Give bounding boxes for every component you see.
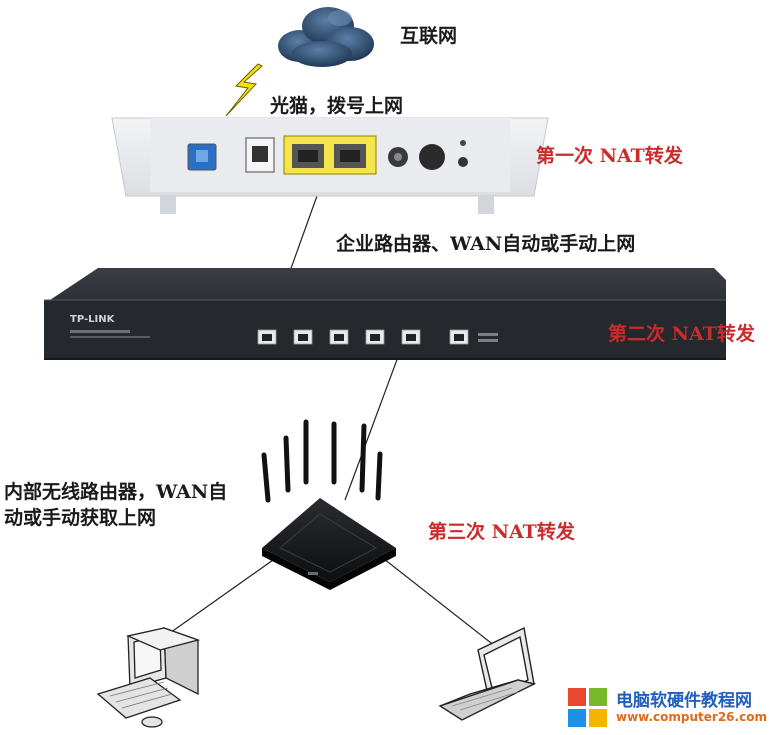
nat-first-label: 第一次 NAT转发: [536, 145, 683, 167]
link-enterprise-router-to-wireless: [344, 337, 406, 501]
watermark-url: www.computer26.com: [616, 710, 767, 724]
link-wireless-to-desktop: [159, 547, 291, 641]
link-wireless-to-laptop: [369, 547, 501, 651]
site-watermark: 电脑软硬件教程网 www.computer26.com: [566, 684, 767, 730]
enterprise-router-brand: TP-LINK: [70, 314, 116, 325]
enterprise-router: TP-LINK: [44, 268, 726, 360]
wireless-router-antennas: [261, 419, 383, 503]
internet-cloud-icon: [278, 7, 374, 67]
wireless-router: [261, 419, 396, 590]
laptop-icon: [438, 626, 537, 721]
nat-third-label: 第三次 NAT转发: [428, 521, 575, 543]
desktop-computer-icon: [96, 627, 201, 728]
enterprise-router-label: 企业路由器、WAN自动或手动上网: [336, 233, 636, 255]
internet-label: 互联网: [400, 25, 458, 47]
modem-label: 光猫，拨号上网: [270, 95, 404, 117]
optical-modem: [111, 117, 549, 214]
wireless-router-label: 内部无线路由器，WAN自动或手动获取上网: [4, 481, 228, 529]
nat-second-label: 第二次 NAT转发: [608, 323, 755, 345]
windows-logo-icon: [568, 688, 607, 727]
lightning-icon: [225, 63, 263, 117]
watermark-title: 电脑软硬件教程网: [616, 691, 752, 711]
